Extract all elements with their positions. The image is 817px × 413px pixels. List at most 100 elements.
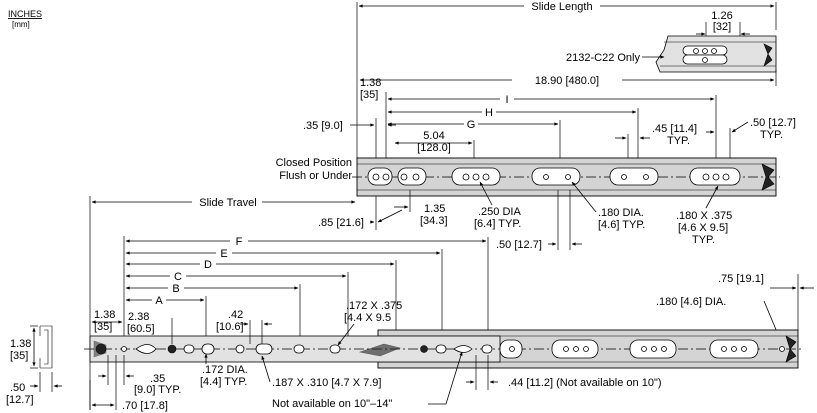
outer-hole-6 bbox=[651, 346, 657, 352]
end-dim-050: .50 bbox=[10, 382, 25, 394]
label-D: D bbox=[204, 259, 212, 271]
inner-latch bbox=[358, 343, 401, 357]
not-available-leader bbox=[428, 351, 463, 405]
dim-035-bottom: .35 bbox=[150, 373, 165, 385]
dia-250-leader bbox=[479, 181, 493, 206]
inner-slot-4 bbox=[255, 343, 273, 355]
outer-hole-11 bbox=[779, 346, 785, 352]
outer-holes bbox=[509, 346, 785, 352]
bottom-view: F E D C B A .75 [19.1] .180 [4.6] DIA. bbox=[6, 236, 814, 412]
end-dim-127: [12.7] bbox=[6, 394, 34, 406]
inner-slot-6 bbox=[329, 344, 341, 354]
slot-180: .180 X .375 bbox=[676, 210, 732, 222]
outer-hole-9 bbox=[731, 346, 737, 352]
closed-slot-4 bbox=[531, 167, 581, 186]
dim-045: .45 [11.4] bbox=[652, 123, 697, 135]
slot-180-leader bbox=[705, 185, 719, 209]
label-I: I bbox=[505, 94, 508, 106]
inner-rivet-2 bbox=[420, 345, 428, 353]
closed-hole-5 bbox=[462, 173, 470, 181]
outer-hole-10 bbox=[741, 346, 747, 352]
label-E: E bbox=[220, 248, 227, 260]
outer-hole-8 bbox=[721, 346, 727, 352]
slot-172-mm: [4.4 X 9.5 bbox=[344, 312, 391, 324]
dim-605: [60.5] bbox=[127, 323, 155, 335]
closed-end-clip bbox=[761, 163, 775, 191]
slot-180-mm: [4.6 X 9.5] bbox=[678, 222, 728, 234]
end-profile-inner bbox=[44, 329, 49, 365]
inner-teardrop bbox=[135, 344, 157, 354]
slide-travel-label: Slide Travel bbox=[199, 197, 256, 209]
dia-180-bottom: .180 [4.6] DIA. bbox=[656, 296, 726, 308]
detail-hole-4 bbox=[702, 57, 708, 63]
label-C: C bbox=[174, 271, 182, 283]
typ-3: TYP. bbox=[692, 234, 715, 246]
units-primary: INCHES bbox=[8, 9, 42, 19]
detail-32-label: [32] bbox=[713, 21, 731, 33]
dia-180-leader bbox=[571, 181, 597, 213]
inner-slot-7 bbox=[435, 344, 447, 354]
closed-holes bbox=[372, 173, 730, 181]
label-A: A bbox=[155, 295, 163, 307]
outer-end-clip bbox=[785, 335, 797, 363]
slot-187-leader bbox=[261, 355, 271, 383]
closed-hole-14 bbox=[722, 173, 730, 181]
dia-250: .250 DIA bbox=[478, 206, 521, 218]
dim-085-b bbox=[377, 209, 403, 223]
dia-172: .172 DIA. bbox=[202, 364, 248, 376]
closed-hole-2 bbox=[382, 173, 390, 181]
closed-hole-11 bbox=[643, 174, 649, 180]
dim-035-top: .35 [9.0] bbox=[303, 120, 343, 132]
dia-180-top: .180 DIA. bbox=[598, 207, 644, 219]
dim-138-bottom: 1.38 bbox=[94, 309, 115, 321]
dim-050-lower: .50 [12.7] bbox=[496, 239, 542, 251]
inner-slot-5 bbox=[293, 344, 305, 354]
closed-hole-10 bbox=[621, 174, 627, 180]
dia-180-top-mm: [4.6] TYP. bbox=[598, 219, 645, 231]
outer-hole-5 bbox=[641, 346, 647, 352]
inner-front-tab bbox=[93, 340, 107, 358]
outer-hole-2 bbox=[563, 346, 569, 352]
detail-126-label: 1.26 bbox=[711, 10, 732, 22]
top-view: Slide Length 1.26 [32] 2132-C22 Only 18.… bbox=[89, 1, 796, 410]
detail-hole-1 bbox=[693, 48, 699, 54]
label-H: H bbox=[485, 107, 493, 119]
end-dim-35: [35] bbox=[10, 350, 28, 362]
inner-hole-1 bbox=[121, 346, 127, 352]
dim-138-top: 1.38 bbox=[360, 77, 381, 89]
dim-35-top: [35] bbox=[360, 89, 378, 101]
units-secondary: [mm] bbox=[12, 20, 30, 29]
typ-2: TYP. bbox=[760, 129, 783, 141]
closed-position-2: Flush or Under bbox=[279, 170, 352, 182]
dim-085: .85 [21.6] bbox=[318, 217, 364, 229]
dim-135: 1.35 bbox=[424, 203, 445, 215]
dim-1890-label: 18.90 [480.0] bbox=[535, 75, 599, 87]
closed-hole-4 bbox=[412, 173, 420, 181]
inner-slot-1 bbox=[183, 344, 195, 354]
closed-slot-2 bbox=[397, 167, 427, 186]
outer-hole-3 bbox=[573, 346, 579, 352]
dim-238: 2.38 bbox=[128, 311, 149, 323]
inner-rivet bbox=[167, 344, 177, 354]
closed-hole-1 bbox=[372, 173, 380, 181]
typ-1: TYP. bbox=[667, 135, 690, 147]
inner-slot-2 bbox=[201, 343, 215, 355]
dim-044: .44 [11.2] (Not available on 10") bbox=[508, 377, 662, 389]
end-profile-outer bbox=[39, 325, 53, 369]
inner-slot-8 bbox=[481, 344, 493, 354]
closed-slot-1 bbox=[367, 167, 393, 186]
detail-hole-2 bbox=[702, 48, 708, 54]
slide-length-label: Slide Length bbox=[531, 1, 592, 13]
closed-hole-7 bbox=[482, 173, 490, 181]
dim-9-typ: [9.0] TYP. bbox=[134, 384, 181, 396]
dim-050-b bbox=[731, 121, 749, 133]
dim-042: .42 bbox=[228, 309, 243, 321]
closed-hole-12 bbox=[702, 173, 710, 181]
label-B: B bbox=[172, 283, 179, 295]
outer-hole-7 bbox=[661, 346, 667, 352]
closed-hole-13 bbox=[712, 173, 720, 181]
outer-hole-4 bbox=[583, 346, 589, 352]
dim-050: .50 [12.7] bbox=[750, 117, 796, 129]
dim-128: [128.0] bbox=[417, 142, 451, 154]
